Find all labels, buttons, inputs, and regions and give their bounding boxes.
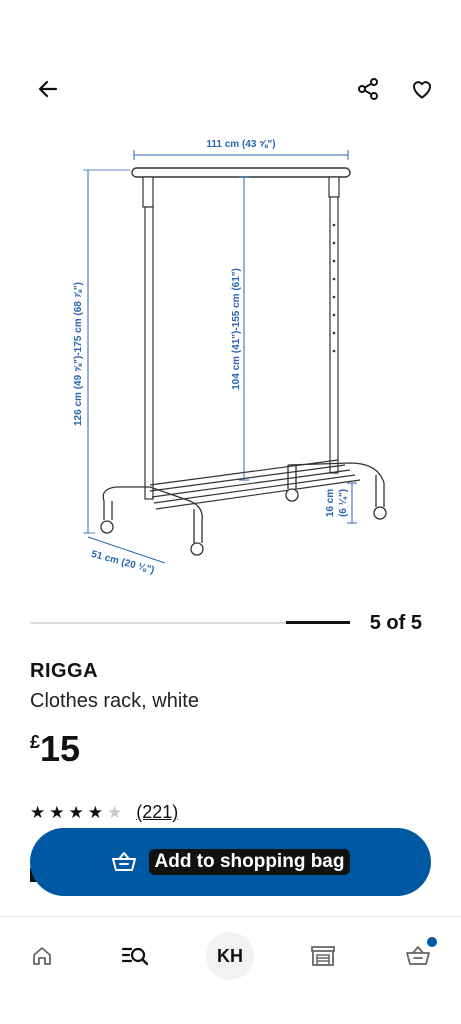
product-price: £ 15: [30, 728, 80, 770]
favourite-button[interactable]: [402, 69, 442, 109]
depth-dimension-label: 51 cm (20 ⅛"): [90, 549, 155, 576]
nav-store[interactable]: [298, 931, 348, 981]
shelf-height-label-line1: 16 cm: [325, 489, 336, 517]
add-to-bag-button[interactable]: Add to shopping bag: [30, 828, 431, 896]
image-pager: 5 of 5: [30, 608, 430, 638]
share-icon: [358, 78, 378, 100]
product-image[interactable]: 111 cm (43 ⅝"): [0, 125, 461, 605]
price-currency: £: [30, 732, 41, 752]
pager-count: 5 of 5: [369, 612, 422, 634]
nav-home[interactable]: [17, 931, 67, 981]
heart-icon: [412, 81, 432, 99]
arrow-left-icon: [38, 80, 58, 98]
rating-count-link[interactable]: (221): [136, 802, 179, 822]
star-filled-icon: ★: [30, 802, 46, 822]
inner-height-dimension-label: 104 cm (41")-155 cm (61"): [231, 268, 242, 390]
nav-search[interactable]: [110, 931, 160, 981]
home-icon: [33, 947, 51, 965]
store-icon: [311, 946, 335, 966]
shopping-basket-icon: [406, 946, 430, 965]
nav-shopping-bag[interactable]: [393, 931, 443, 981]
height-dimension-label: 126 cm (49 ⅝")-175 cm (68 ⅞"): [73, 282, 84, 426]
back-button[interactable]: [28, 69, 68, 109]
star-filled-icon: ★: [49, 802, 65, 822]
nav-account[interactable]: KH: [205, 931, 255, 981]
star-filled-icon: ★: [87, 802, 103, 822]
shopping-basket-icon: [111, 852, 136, 871]
width-dimension-label: 111 cm (43 ⅝"): [206, 139, 275, 150]
add-to-bag-label: Add to shopping bag: [148, 849, 351, 875]
notification-dot: [427, 937, 437, 947]
avatar: KH: [206, 932, 254, 980]
pager-track: [30, 622, 350, 624]
pager-progress: [286, 621, 350, 624]
star-filled-icon: ★: [68, 802, 84, 822]
top-bar: [0, 60, 461, 120]
star-empty-icon: ★: [107, 802, 123, 822]
search-list-icon: [121, 947, 149, 966]
product-rating[interactable]: ★ ★ ★ ★ ★ (221): [30, 802, 178, 823]
clothes-rack-dimension-drawing: 111 cm (43 ⅝"): [73, 139, 387, 576]
price-amount: 15: [40, 728, 81, 769]
share-button[interactable]: [348, 69, 388, 109]
bottom-navigation: KH: [0, 916, 461, 996]
product-name: RIGGA: [30, 660, 99, 682]
shelf-height-label-line2: (6 ¼"): [338, 489, 349, 517]
product-description: Clothes rack, white: [30, 690, 199, 712]
